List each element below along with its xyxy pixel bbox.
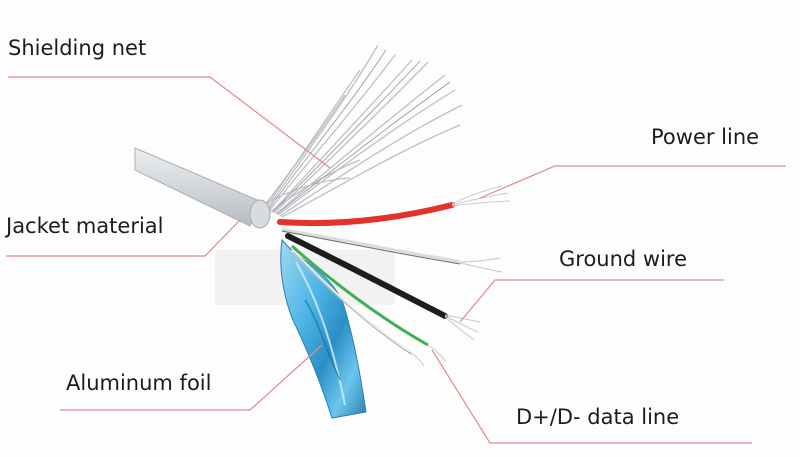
label-power-line: Power line <box>651 125 760 149</box>
white-wire-strands <box>459 257 503 273</box>
leader-shielding-net <box>8 76 331 169</box>
cable-jacket <box>134 147 263 227</box>
data-wire-green <box>290 244 429 347</box>
data-wire-white-edge <box>292 251 412 355</box>
leader-data-line <box>431 349 752 444</box>
label-data-line: D+/D- data line <box>516 405 680 429</box>
leader-jacket-material <box>6 219 241 257</box>
leader-aluminum-foil <box>60 344 323 411</box>
leader-lines <box>6 76 786 444</box>
label-aluminum-foil: Aluminum foil <box>66 371 212 395</box>
ground-wire-strands <box>444 314 481 341</box>
shielding-net-strands <box>261 44 463 218</box>
shielding-net-strands-dark <box>268 49 451 215</box>
leader-power-line <box>479 165 786 199</box>
ground-wire <box>285 233 448 319</box>
jacket-end <box>249 199 271 229</box>
data-wire-white <box>290 248 411 354</box>
leader-ground-wire <box>459 279 724 323</box>
aluminum-foil-crease-2 <box>304 299 341 381</box>
data-wire-strands <box>409 344 447 367</box>
power-wire-strands <box>451 185 511 207</box>
aluminum-foil-crease <box>295 261 346 406</box>
power-wire <box>277 202 455 226</box>
white-wire <box>281 228 461 264</box>
label-jacket-material: Jacket material <box>6 214 164 238</box>
label-shielding-net: Shielding net <box>8 36 147 60</box>
white-wire-edge <box>281 230 461 265</box>
aluminum-foil-shape <box>280 238 367 419</box>
label-ground-wire: Ground wire <box>559 247 688 271</box>
